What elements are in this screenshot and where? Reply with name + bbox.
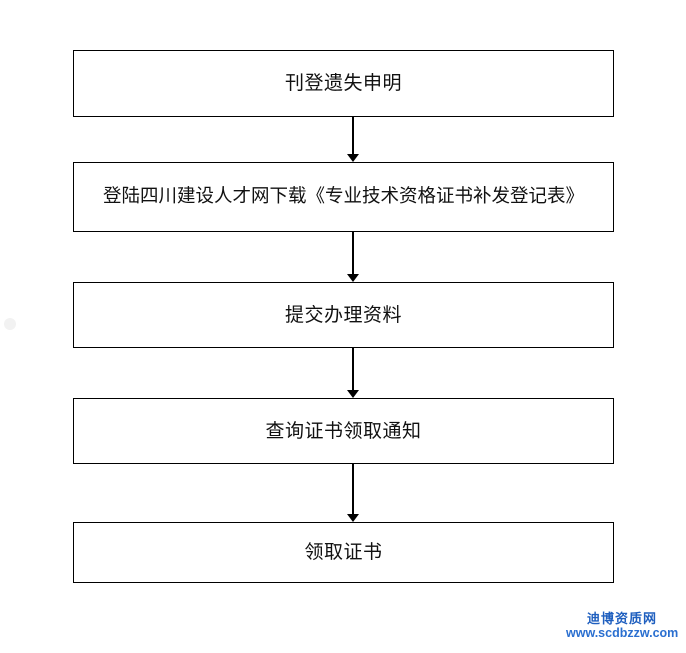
flow-step-box-5: 领取证书 (73, 522, 614, 583)
arrow-stem (352, 464, 354, 515)
flow-step-label-2: 登陆四川建设人才网下载《专业技术资格证书补发登记表》 (102, 186, 584, 207)
arrow-head-icon (346, 274, 359, 282)
arrow-head-icon (346, 514, 359, 522)
flow-connector-arrow-4 (346, 464, 360, 522)
flow-step-box-4: 查询证书领取通知 (73, 398, 614, 464)
watermark-logo: 迪博资质网 www.scdbzzw.com (566, 611, 678, 641)
flow-step-label-1: 刊登遗失申明 (284, 73, 402, 94)
arrow-stem (352, 232, 354, 275)
arrow-stem (352, 348, 354, 391)
flow-step-box-1: 刊登遗失申明 (73, 50, 614, 117)
flow-step-label-4: 查询证书领取通知 (265, 420, 422, 442)
flow-step-label-5: 领取证书 (304, 542, 383, 563)
scan-artifact (4, 318, 16, 330)
watermark-url: www.scdbzzw.com (566, 626, 679, 640)
flow-connector-arrow-2 (346, 232, 360, 282)
arrow-stem (352, 117, 354, 155)
arrow-head-icon (346, 154, 359, 162)
watermark-site-name: 迪博资质网 (586, 611, 657, 626)
flow-connector-arrow-3 (346, 348, 360, 398)
flow-step-box-3: 提交办理资料 (73, 282, 614, 348)
flow-step-label-3: 提交办理资料 (284, 304, 402, 326)
flow-step-box-2: 登陆四川建设人才网下载《专业技术资格证书补发登记表》 (73, 162, 614, 232)
arrow-head-icon (346, 390, 359, 398)
flow-connector-arrow-1 (346, 117, 360, 162)
